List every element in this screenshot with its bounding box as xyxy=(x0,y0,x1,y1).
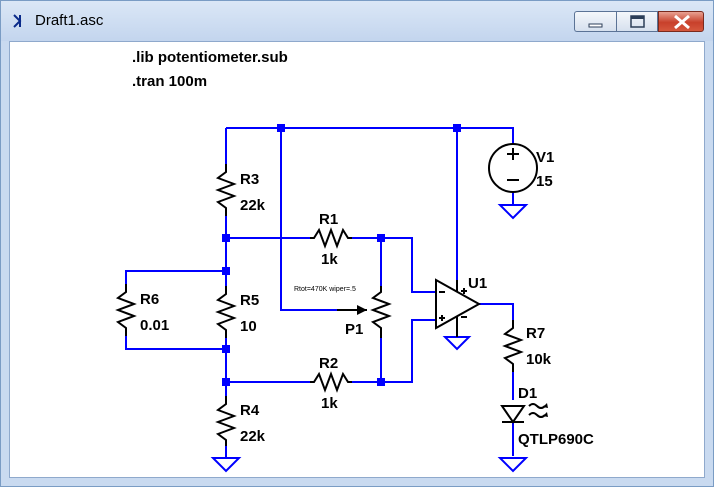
d1-name: D1 xyxy=(518,385,537,402)
r5-value: 10 xyxy=(240,318,257,335)
v1-name: V1 xyxy=(536,149,554,166)
ltspice-icon xyxy=(13,14,22,28)
light-emission-icon xyxy=(528,403,546,409)
voltage-source-v1[interactable]: V1 15 xyxy=(488,143,554,193)
r2-name: R2 xyxy=(319,355,338,372)
close-button[interactable] xyxy=(658,11,704,32)
resistor-r6[interactable]: R6 0.01 xyxy=(115,284,169,336)
r4-value: 22k xyxy=(240,428,266,445)
ground-icon xyxy=(497,457,529,473)
schematic-drawing[interactable]: .lib potentiometer.sub .tran 100m xyxy=(10,42,706,479)
d1-value: QTLP690C xyxy=(518,431,594,448)
resistor-r4[interactable]: R4 22k xyxy=(215,396,266,446)
opamp-u1[interactable]: U1 xyxy=(435,275,487,337)
resistor-r1[interactable]: R1 1k xyxy=(310,211,352,268)
r6-value: 0.01 xyxy=(140,317,169,334)
ground-icon xyxy=(210,457,242,473)
r3-name: R3 xyxy=(240,171,259,188)
junctions xyxy=(222,124,461,386)
resistor-r7[interactable]: R7 10k xyxy=(502,320,552,372)
window-title: Draft1.asc xyxy=(35,12,104,29)
v1-value: 15 xyxy=(536,173,553,190)
resistor-r5[interactable]: R5 10 xyxy=(215,286,259,338)
minimize-button[interactable] xyxy=(574,11,616,32)
r5-name: R5 xyxy=(240,292,259,309)
r6-name: R6 xyxy=(140,291,159,308)
maximize-icon xyxy=(630,15,645,28)
r3-value: 22k xyxy=(240,197,266,214)
tran-directive[interactable]: .tran 100m xyxy=(132,73,207,90)
resistor-r3[interactable]: R3 22k xyxy=(215,164,266,216)
r2-value: 1k xyxy=(321,395,338,412)
r1-name: R1 xyxy=(319,211,338,228)
potentiometer-p1[interactable]: Rtot=470K wiper=.5 P1 xyxy=(294,286,392,338)
close-icon xyxy=(674,14,690,30)
led-d1[interactable]: D1 QTLP690C xyxy=(500,385,594,448)
r1-value: 1k xyxy=(321,251,338,268)
wires[interactable] xyxy=(125,127,514,458)
ground-icon xyxy=(497,204,529,220)
lib-directive[interactable]: .lib potentiometer.sub xyxy=(132,49,288,66)
r4-name: R4 xyxy=(240,402,260,419)
minimize-icon xyxy=(588,23,603,28)
r7-value: 10k xyxy=(526,351,552,368)
maximize-button[interactable] xyxy=(616,11,658,32)
u1-name: U1 xyxy=(468,275,487,292)
title-bar[interactable]: Draft1.asc xyxy=(1,1,713,41)
resistor-r2[interactable]: R2 1k xyxy=(310,355,352,412)
schematic-canvas[interactable]: .lib potentiometer.sub .tran 100m xyxy=(9,41,705,478)
r7-name: R7 xyxy=(526,325,545,342)
ground-icon xyxy=(442,336,472,351)
p1-name: P1 xyxy=(345,321,363,338)
p1-params: Rtot=470K wiper=.5 xyxy=(294,286,356,293)
